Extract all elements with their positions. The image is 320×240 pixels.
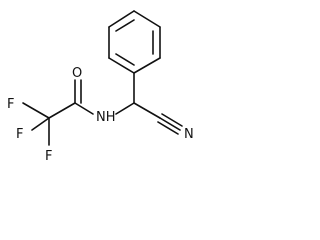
bond-cf-lower-left bbox=[31, 117, 50, 131]
structure-diagram: O NH N F F F bbox=[7, 10, 194, 164]
bond-ring-inner-1 bbox=[115, 19, 135, 32]
atom-label-f-left: F bbox=[7, 97, 14, 112]
bond-ring-2 bbox=[133, 10, 161, 28]
bond-ch-to-nh bbox=[115, 102, 135, 115]
atom-label-f-bottom: F bbox=[45, 149, 52, 164]
atom-label-nh: NH bbox=[96, 110, 116, 125]
bond-nitrile-3 bbox=[157, 121, 179, 135]
atom-label-f-lower-left: F bbox=[16, 127, 23, 142]
bond-ring-1 bbox=[108, 10, 135, 28]
bond-nitrile-1 bbox=[159, 117, 181, 131]
atom-label-o: O bbox=[72, 66, 82, 81]
bond-ch-to-cn bbox=[133, 102, 161, 119]
bond-nitrile-2 bbox=[161, 113, 183, 127]
bond-nh-to-co bbox=[74, 102, 94, 115]
bond-ring-5 bbox=[108, 57, 135, 74]
bond-cf-left bbox=[22, 102, 50, 119]
bond-co-to-cf3 bbox=[48, 102, 76, 119]
bond-ring-inner-3 bbox=[115, 53, 135, 66]
atom-label-n: N bbox=[184, 127, 194, 142]
bond-ring-4 bbox=[133, 57, 161, 74]
